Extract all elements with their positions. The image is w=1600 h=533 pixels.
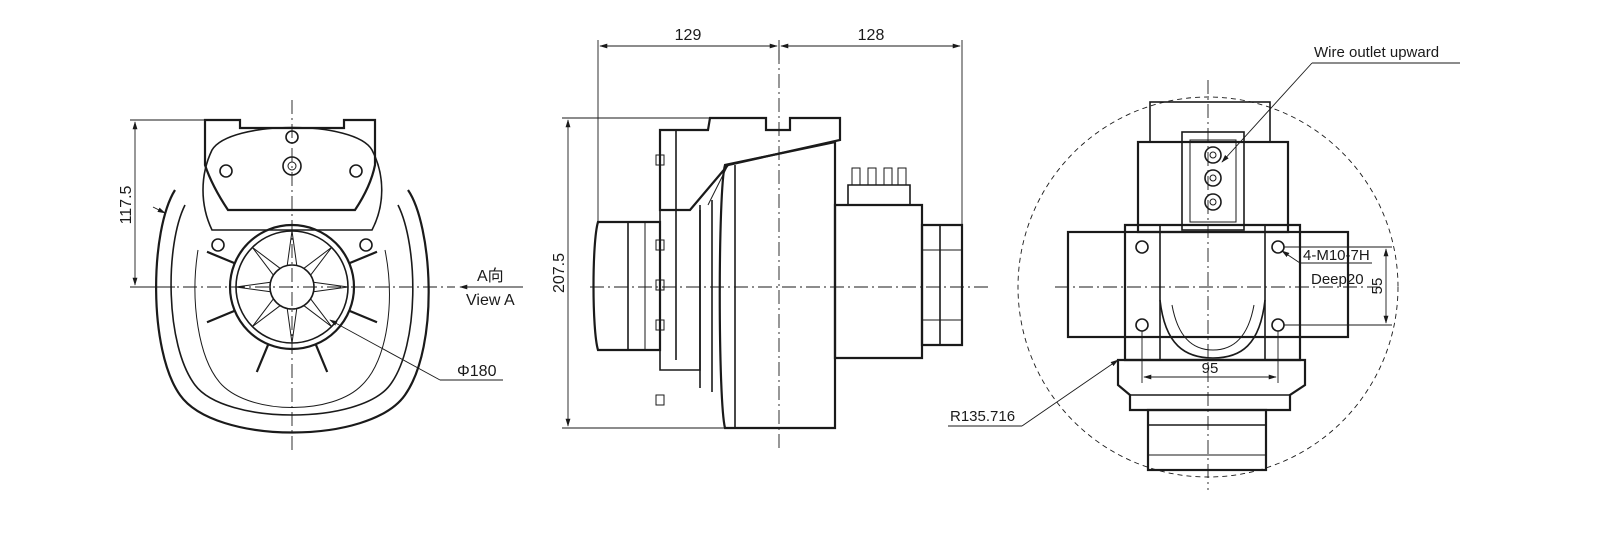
radius-leader xyxy=(1021,359,1119,427)
thread-leader xyxy=(1281,250,1301,264)
bracket-bolt-right xyxy=(349,164,363,178)
wire-outlet-leader xyxy=(1221,62,1313,163)
flange-bolt-mark xyxy=(655,319,665,331)
wheel-inner-contour xyxy=(170,204,414,416)
hub-spoke xyxy=(286,230,298,266)
side-bracket xyxy=(658,116,842,212)
dim-129-label: 129 xyxy=(675,27,702,44)
motor-terminal-posts xyxy=(851,167,907,186)
diameter-leader xyxy=(329,319,441,381)
motor-housing xyxy=(1136,140,1290,234)
bolt-hole-top-left xyxy=(1135,240,1149,254)
terminal-stud-2-inner xyxy=(1209,174,1217,182)
hub-fin xyxy=(255,343,270,373)
dim-128-label: 128 xyxy=(858,27,885,44)
diameter-label: Φ180 xyxy=(457,363,497,380)
terminal-post xyxy=(867,167,877,186)
terminal-post xyxy=(883,167,893,186)
hub-spoke xyxy=(235,281,271,293)
hub-spoke xyxy=(252,247,281,276)
flange-bolt-marks xyxy=(655,154,665,406)
hub-fin xyxy=(348,250,378,265)
center-boss xyxy=(282,156,302,176)
tire xyxy=(718,140,837,430)
bracket-plate-arc xyxy=(202,126,383,231)
bracket-bolt-lower-left xyxy=(211,238,225,252)
hub-spoke xyxy=(303,298,332,327)
hub-cap xyxy=(592,220,662,352)
motor-rear-cap xyxy=(920,223,964,347)
terminal-plate-inner xyxy=(1189,139,1237,223)
flange-bolt-mark xyxy=(655,154,665,166)
dim-95-label: 95 xyxy=(1202,360,1219,377)
lower-hub xyxy=(1146,408,1268,472)
hub-fin xyxy=(348,309,378,324)
dim-117-5-label: 117.5 xyxy=(118,185,135,224)
hub-outer-ring xyxy=(228,223,356,351)
bolt-hole-bottom-left xyxy=(1135,318,1149,332)
saddle-cutout-inner xyxy=(1171,304,1255,351)
terminal-stud-1 xyxy=(1204,146,1222,164)
side-view: 129 128 207.5 xyxy=(551,27,990,448)
motor-body xyxy=(833,203,924,360)
flange-bolt-mark xyxy=(655,239,665,251)
hub-spoke xyxy=(286,308,298,344)
hub-fin xyxy=(206,250,236,265)
flange-bolt-mark xyxy=(655,279,665,291)
hub-spoke xyxy=(313,281,349,293)
terminal-stud-3-inner xyxy=(1209,198,1217,206)
center-boss-inner xyxy=(287,161,297,171)
view-a-label-cn: A向 xyxy=(477,267,504,285)
terminal-stud-3 xyxy=(1204,193,1222,211)
hub-cooling-fins xyxy=(206,250,378,373)
bracket-bolt-lower-right xyxy=(359,238,373,252)
saddle-cutout xyxy=(1159,299,1266,359)
dim-207-5-label: 207.5 xyxy=(551,253,568,293)
hub-spokes xyxy=(235,230,349,344)
terminal-post xyxy=(897,167,907,186)
bracket-bolt-top xyxy=(285,130,299,144)
mounting-block xyxy=(1123,223,1302,362)
thread-depth-label: Deep20 xyxy=(1311,271,1364,288)
flange-bolt-mark xyxy=(655,394,665,406)
top-view: Wire outlet upward 4-M10-7H Deep20 55 95… xyxy=(948,44,1460,490)
view-a-label-en: View A xyxy=(466,292,515,309)
thread-spec-label: 4-M10-7H xyxy=(1303,247,1370,264)
terminal-plate xyxy=(1181,131,1245,231)
hub-center-disc xyxy=(269,264,315,310)
side-bracket-lower xyxy=(659,210,701,371)
tire-shoulder xyxy=(707,164,729,206)
wire-outlet-label: Wire outlet upward xyxy=(1314,44,1439,61)
terminal-post xyxy=(851,167,861,186)
hub-spoke xyxy=(303,247,332,276)
terminal-stud-2 xyxy=(1204,169,1222,187)
wheel-outer-contour xyxy=(155,189,430,434)
front-view: 117.5 Φ180 A向 View A xyxy=(118,100,523,450)
radius-label: R135.716 xyxy=(950,408,1015,425)
hub-spoke xyxy=(252,298,281,327)
terminal-stud-1-inner xyxy=(1209,151,1217,159)
hub-fin xyxy=(314,343,329,373)
bolt-hole-bottom-right xyxy=(1271,318,1285,332)
mounting-bracket xyxy=(203,118,377,212)
lower-mount-plate xyxy=(1116,358,1307,412)
wheel-top-body xyxy=(1066,230,1350,339)
wheel-leader-tick xyxy=(152,206,166,214)
motor-top-block xyxy=(1149,101,1271,143)
wheel-tread-contour xyxy=(194,249,390,408)
motor-terminal-box xyxy=(847,184,911,206)
dim-55-label: 55 xyxy=(1369,278,1386,295)
bracket-bolt-left xyxy=(219,164,233,178)
hub-fin xyxy=(206,309,236,324)
